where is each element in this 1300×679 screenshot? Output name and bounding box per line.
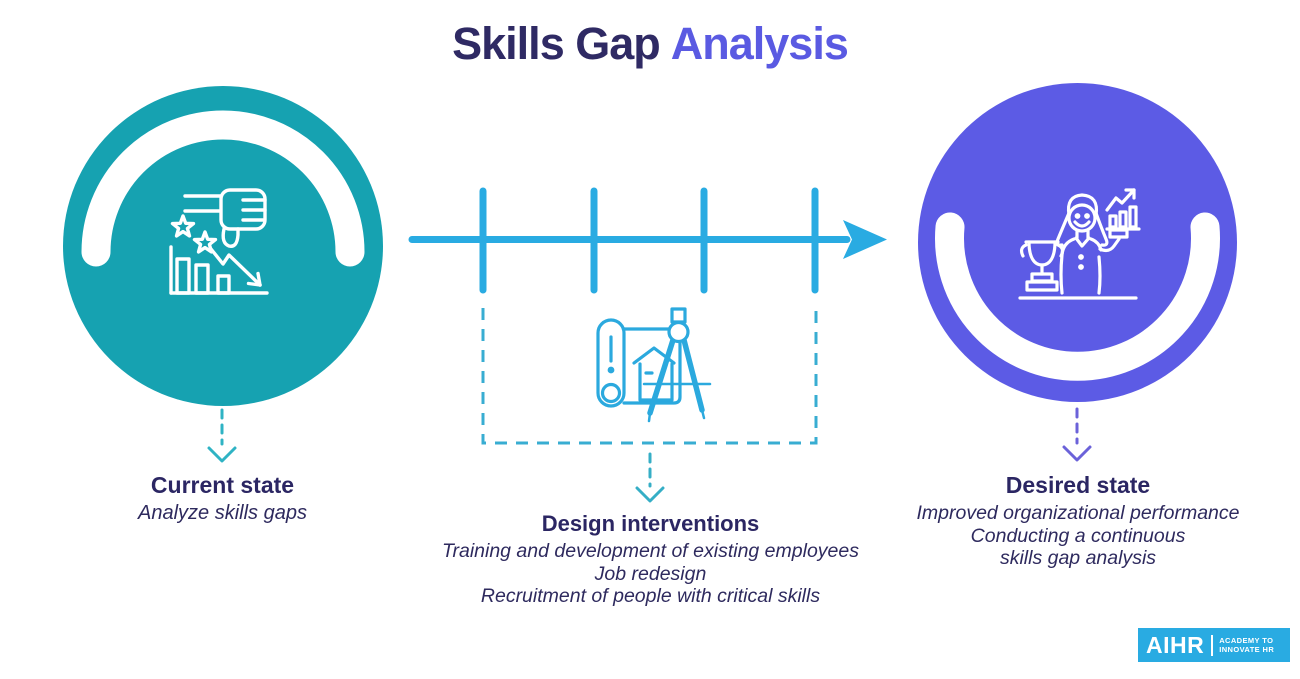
aihr-logo-divider <box>1211 634 1214 656</box>
aihr-logo-tagline: ACADEMY TO INNOVATE HR <box>1219 636 1274 655</box>
aihr-logo-tagline-line: ACADEMY TO <box>1219 635 1274 645</box>
current-state-heading: Current state <box>150 472 295 498</box>
woman-trophy-growth-icon <box>1018 188 1141 300</box>
desired-state-line: Conducting a continuous <box>970 524 1186 547</box>
blueprint-compass-icon <box>588 303 720 425</box>
timeline-arrowhead <box>843 220 887 259</box>
design-interventions-heading: Design interventions <box>541 511 760 536</box>
aihr-logo-tagline-line: INNOVATE HR <box>1219 645 1275 654</box>
gauge-arc-top <box>81 110 365 267</box>
desired-state-line: Improved organizational performance <box>916 502 1240 524</box>
current-state-text-block: Current state Analyze skills gaps <box>65 472 380 525</box>
title-accent-text: Analysis <box>670 18 849 69</box>
timeline-arrow <box>408 187 887 294</box>
desired-state-heading: Desired state <box>1005 472 1151 498</box>
current-state-circle <box>63 86 383 406</box>
desired-state-line: skills gap analysis <box>999 547 1157 569</box>
aihr-logo-brand-text: AIHR <box>1146 631 1205 658</box>
current-state-down-arrow <box>207 408 237 463</box>
design-intervention-line: Training and development of existing emp… <box>442 540 859 562</box>
dashed-bracket <box>481 308 818 445</box>
declining-chart-thumbs-down-icon <box>169 188 269 295</box>
design-intervention-line: Job redesign <box>594 562 707 585</box>
desired-state-down-arrow <box>1062 407 1092 462</box>
aihr-logo: AIHR ACADEMY TO INNOVATE HR <box>1138 628 1290 662</box>
desired-state-circle <box>918 83 1237 402</box>
current-state-line: Analyze skills gaps <box>138 502 307 524</box>
design-interventions-down-arrow <box>635 452 665 503</box>
title-primary-text: Skills Gap <box>452 18 661 69</box>
desired-state-text-block: Desired state Improved organizational pe… <box>912 472 1244 570</box>
design-interventions-text-block: Design interventions Training and develo… <box>413 511 888 608</box>
smile-arc-bottom <box>935 212 1220 381</box>
design-intervention-line: Recruitment of people with critical skil… <box>480 585 821 607</box>
